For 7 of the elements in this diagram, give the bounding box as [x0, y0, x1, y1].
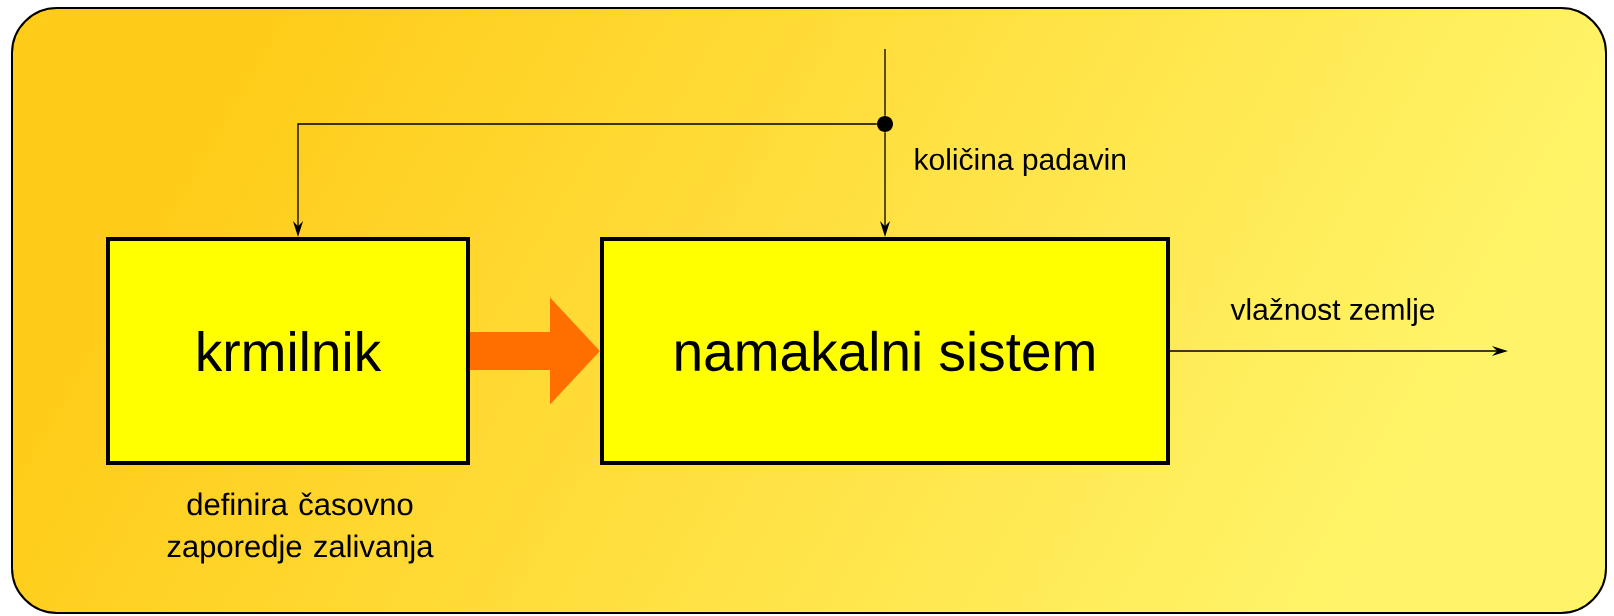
- junction-dot: [877, 116, 893, 132]
- connector-line: [884, 48, 886, 117]
- process-box: namakalni sistem: [600, 237, 1170, 465]
- edge-label: količina padavin: [915, 147, 1125, 177]
- edge-label: vlažnost zemlje: [1230, 297, 1435, 327]
- node-label: definira časovno zaporedje zalivanja: [167, 492, 434, 564]
- process-box: krmilnik: [106, 237, 470, 465]
